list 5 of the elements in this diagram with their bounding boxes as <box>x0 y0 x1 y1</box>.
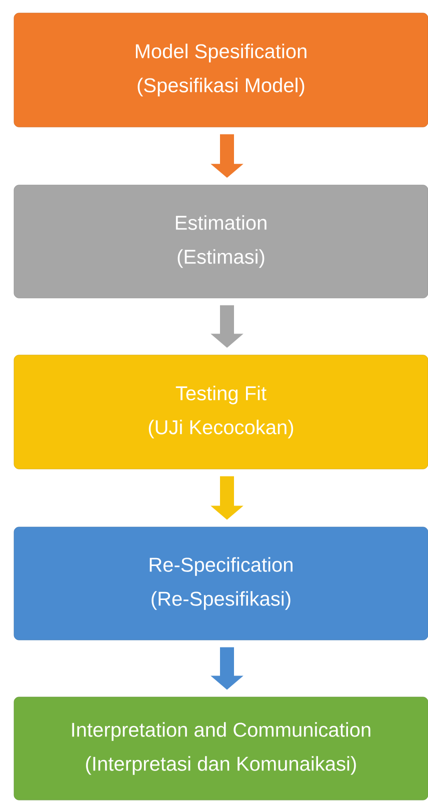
process-box: Model Spesification (Spesifikasi Model) <box>14 12 428 128</box>
process-box: Testing Fit (UJi Kecocokan) <box>14 354 428 470</box>
process-box: Interpretation and Communication (Interpretasi dan Komunaikasi) <box>14 696 428 800</box>
process-box: Re-Specification (Re-Spesifikasi) <box>14 526 428 640</box>
process-box: Estimation (Estimasi) <box>14 184 428 298</box>
